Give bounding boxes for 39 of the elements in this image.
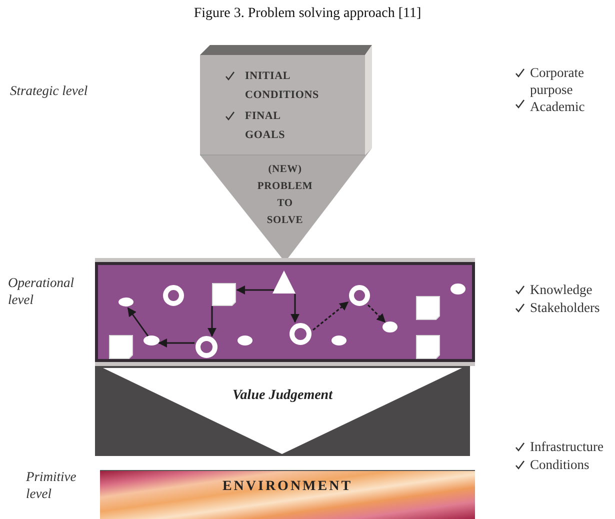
arrow bbox=[290, 294, 300, 323]
environment-band bbox=[100, 470, 475, 519]
arrow bbox=[236, 286, 274, 294]
square-shape bbox=[416, 335, 440, 359]
oval-shape bbox=[118, 297, 134, 307]
funnel-text: (NEW) PROBLEM TO SOLVE bbox=[256, 163, 314, 228]
ring-shape bbox=[288, 322, 313, 346]
funnel-text: FINAL GOALS bbox=[245, 109, 286, 143]
level-label: Strategic level bbox=[10, 82, 89, 99]
level-label: Conditions bbox=[530, 456, 590, 473]
figure-title: Figure 3. Problem solving approach [11] bbox=[192, 6, 422, 22]
oval-shape bbox=[382, 321, 398, 333]
level-label: Stakeholders bbox=[530, 299, 601, 316]
level-label: Academic bbox=[530, 98, 586, 115]
level-label: Primitive level bbox=[26, 468, 78, 502]
value-judgement-text: Value Judgement bbox=[232, 388, 334, 404]
level-label: Corporate purpose bbox=[530, 64, 585, 98]
ring-shape bbox=[162, 284, 185, 307]
square-shape bbox=[212, 283, 236, 306]
triangle-shape bbox=[272, 270, 296, 294]
arrow bbox=[127, 307, 149, 336]
value-judgement-panel bbox=[95, 366, 470, 456]
ring-shape bbox=[347, 284, 372, 307]
oval-shape bbox=[331, 335, 347, 346]
square-shape bbox=[416, 296, 440, 320]
oval-shape bbox=[143, 335, 160, 346]
arrow bbox=[208, 306, 216, 337]
square-shape bbox=[109, 335, 133, 359]
ring-shape bbox=[194, 335, 219, 359]
arrow bbox=[158, 338, 194, 348]
funnel-text: INITIAL CONDITIONS bbox=[245, 69, 319, 103]
level-label: Knowledge bbox=[530, 281, 594, 298]
arrow bbox=[367, 304, 386, 323]
arrow bbox=[312, 301, 349, 331]
level-label: Operational level bbox=[8, 274, 75, 308]
environment-text: ENVIRONMENT bbox=[221, 479, 354, 495]
oval-shape bbox=[450, 283, 466, 295]
level-label: Infrastructure bbox=[530, 438, 604, 455]
oval-shape bbox=[237, 335, 253, 346]
